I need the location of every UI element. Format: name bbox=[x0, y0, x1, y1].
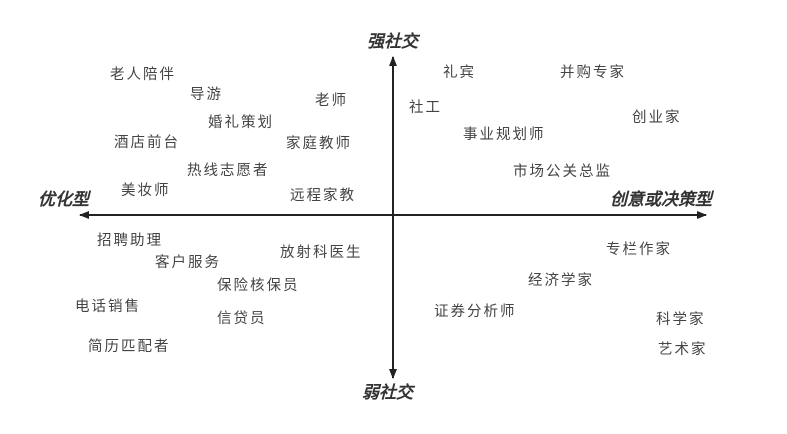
job-label: 科学家 bbox=[656, 312, 706, 328]
job-label: 老师 bbox=[315, 93, 348, 109]
axis-label-right: 创意或决策型 bbox=[610, 190, 712, 210]
job-label: 信贷员 bbox=[217, 311, 267, 327]
job-label: 市场公关总监 bbox=[513, 164, 612, 180]
job-label: 婚礼策划 bbox=[208, 115, 274, 131]
job-label: 社工 bbox=[409, 100, 442, 116]
job-label: 证券分析师 bbox=[434, 304, 517, 320]
job-label: 酒店前台 bbox=[114, 135, 180, 151]
axis-label-top: 强社交 bbox=[367, 32, 418, 52]
job-label: 老人陪伴 bbox=[110, 67, 176, 83]
job-label: 经济学家 bbox=[528, 273, 594, 289]
job-label: 事业规划师 bbox=[463, 127, 546, 143]
job-label: 并购专家 bbox=[560, 65, 626, 81]
job-label: 招聘助理 bbox=[97, 233, 163, 249]
job-label: 放射科医生 bbox=[280, 245, 363, 261]
job-label: 导游 bbox=[190, 87, 223, 103]
job-label: 礼宾 bbox=[443, 65, 476, 81]
job-label: 艺术家 bbox=[658, 342, 708, 358]
axis-label-bottom: 弱社交 bbox=[362, 383, 413, 403]
job-label: 热线志愿者 bbox=[187, 163, 270, 179]
job-label: 专栏作家 bbox=[606, 242, 672, 258]
job-label: 客户服务 bbox=[155, 255, 221, 271]
job-label: 远程家教 bbox=[290, 188, 356, 204]
job-label: 电话销售 bbox=[75, 299, 141, 315]
axis-label-left: 优化型 bbox=[38, 190, 89, 210]
job-label: 保险核保员 bbox=[217, 278, 300, 294]
job-label: 简历匹配者 bbox=[88, 339, 171, 355]
job-label: 美妆师 bbox=[121, 183, 171, 199]
job-label: 家庭教师 bbox=[286, 136, 352, 152]
job-label: 创业家 bbox=[632, 110, 682, 126]
